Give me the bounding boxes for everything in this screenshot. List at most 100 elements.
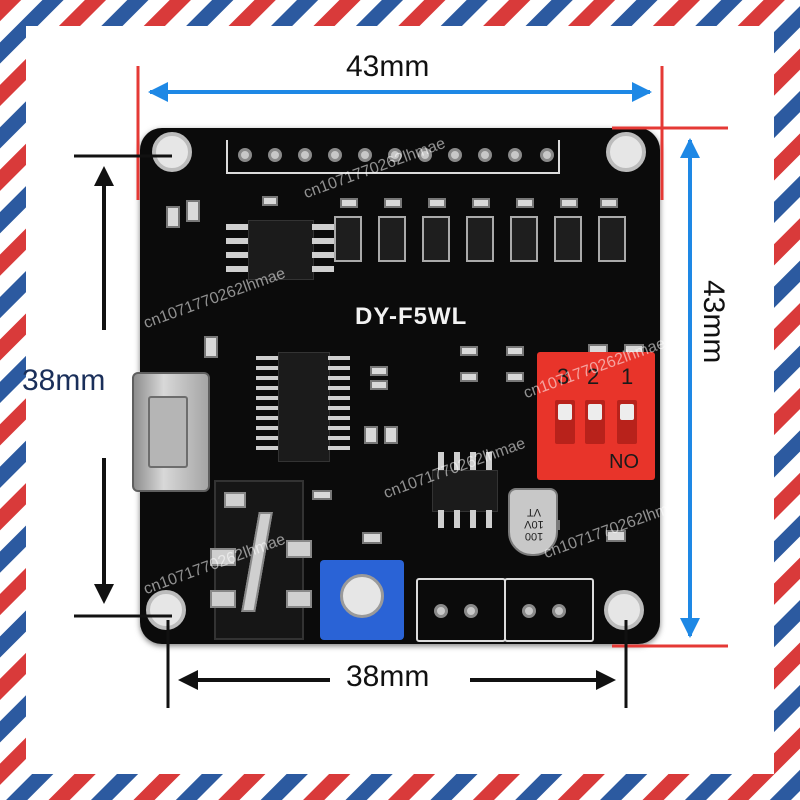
dip-switch-toggle-1[interactable] bbox=[617, 400, 637, 444]
header-pin bbox=[268, 148, 282, 162]
chip-leg bbox=[256, 436, 278, 440]
chip-leg bbox=[312, 224, 334, 230]
chip-leg bbox=[328, 426, 350, 430]
pin-header bbox=[226, 140, 560, 174]
smd-resistor bbox=[428, 198, 446, 208]
chip-leg bbox=[328, 436, 350, 440]
board-model-label: DY-F5WL bbox=[355, 303, 468, 330]
smd-capacitor bbox=[384, 426, 398, 444]
chip-leg bbox=[486, 452, 492, 470]
dip-knob bbox=[558, 404, 572, 420]
chip-leg bbox=[454, 510, 460, 528]
chip-leg bbox=[256, 366, 278, 370]
main-ic-chip bbox=[278, 352, 330, 462]
mounting-hole-top-right bbox=[606, 132, 646, 172]
chip-leg bbox=[470, 510, 476, 528]
dip-switch-toggle-2[interactable] bbox=[585, 400, 605, 444]
dip-switch-toggle-3[interactable] bbox=[555, 400, 575, 444]
terminal-connector-right[interactable] bbox=[504, 578, 594, 642]
chip-leg bbox=[328, 366, 350, 370]
header-pin bbox=[358, 148, 372, 162]
smd-resistor bbox=[606, 530, 626, 542]
smd-resistor bbox=[506, 372, 524, 382]
chip-leg bbox=[226, 266, 248, 272]
smd-resistor bbox=[506, 346, 524, 356]
smd-resistor bbox=[472, 198, 490, 208]
chip-leg bbox=[256, 396, 278, 400]
usb-opening bbox=[148, 396, 188, 468]
dip-knob bbox=[588, 404, 602, 420]
smd-diode bbox=[422, 216, 450, 262]
chip-leg bbox=[328, 446, 350, 450]
chip-leg bbox=[328, 416, 350, 420]
chip-leg bbox=[312, 266, 334, 272]
chip-leg bbox=[256, 406, 278, 410]
smd-diode bbox=[598, 216, 626, 262]
connector-pin bbox=[434, 604, 448, 618]
micro-usb-port[interactable] bbox=[132, 372, 210, 492]
jack-pin bbox=[286, 590, 312, 608]
header-pin bbox=[540, 148, 554, 162]
smd-resistor bbox=[560, 198, 578, 208]
smd-capacitor bbox=[204, 336, 218, 358]
chip-leg bbox=[328, 356, 350, 360]
dip-number-1: 1 bbox=[621, 364, 634, 389]
smd-resistor bbox=[166, 206, 180, 228]
jack-pin bbox=[224, 492, 246, 508]
header-pin bbox=[508, 148, 522, 162]
header-pin bbox=[388, 148, 402, 162]
smd-diode bbox=[554, 216, 582, 262]
mounting-hole-bottom-right bbox=[604, 590, 644, 630]
chip-leg bbox=[256, 356, 278, 360]
chip-leg bbox=[486, 510, 492, 528]
connector-pin bbox=[464, 604, 478, 618]
chip-leg bbox=[328, 396, 350, 400]
smd-resistor bbox=[340, 198, 358, 208]
dimension-label-right: 43mm bbox=[697, 280, 730, 364]
smd-resistor bbox=[516, 198, 534, 208]
chip-leg bbox=[470, 452, 476, 470]
header-pin bbox=[448, 148, 462, 162]
smd-resistor bbox=[262, 196, 278, 206]
dimension-label-top: 43mm bbox=[346, 50, 430, 83]
potentiometer-dial[interactable] bbox=[340, 574, 384, 618]
chip-leg bbox=[226, 224, 248, 230]
smd-resistor bbox=[370, 380, 388, 390]
smd-diode bbox=[378, 216, 406, 262]
chip-leg bbox=[256, 376, 278, 380]
header-pin bbox=[298, 148, 312, 162]
smd-resistor bbox=[370, 366, 388, 376]
chip-leg bbox=[312, 252, 334, 258]
connector-pin bbox=[522, 604, 536, 618]
chip-leg bbox=[256, 386, 278, 390]
chip-leg bbox=[328, 376, 350, 380]
smd-resistor bbox=[460, 346, 478, 356]
chip-leg bbox=[256, 446, 278, 450]
dip-switch[interactable]: 3 2 1 ON bbox=[537, 352, 655, 480]
audio-jack[interactable] bbox=[210, 480, 312, 640]
dip-knob bbox=[620, 404, 634, 420]
volume-potentiometer[interactable] bbox=[320, 560, 404, 640]
terminal-connector-left[interactable] bbox=[416, 578, 506, 642]
chip-leg bbox=[328, 406, 350, 410]
jack-pin bbox=[286, 540, 312, 558]
capacitor-marking: 100 10V VT bbox=[524, 506, 544, 542]
chip-leg bbox=[226, 238, 248, 244]
chip-leg bbox=[328, 386, 350, 390]
smd-diode bbox=[334, 216, 362, 262]
dip-number-3: 3 bbox=[557, 364, 570, 389]
smd-diode bbox=[510, 216, 538, 262]
smd-resistor bbox=[186, 200, 200, 222]
smd-resistor bbox=[460, 372, 478, 382]
mounting-hole-top-left bbox=[152, 132, 192, 172]
smd-capacitor bbox=[364, 426, 378, 444]
flash-memory-chip bbox=[248, 220, 314, 280]
chip-leg bbox=[438, 452, 444, 470]
jack-pin bbox=[210, 548, 236, 566]
chip-leg bbox=[312, 238, 334, 244]
header-pin bbox=[478, 148, 492, 162]
chip-leg bbox=[226, 252, 248, 258]
header-pin bbox=[328, 148, 342, 162]
smd-resistor bbox=[600, 198, 618, 208]
chip-leg bbox=[438, 510, 444, 528]
